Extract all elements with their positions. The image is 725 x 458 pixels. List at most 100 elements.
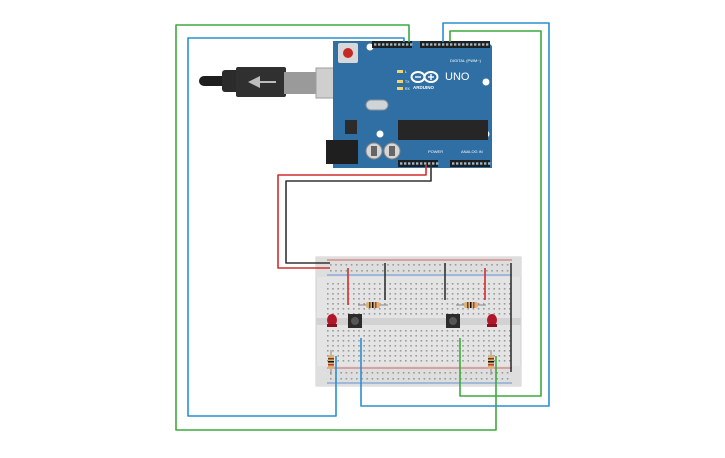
hole bbox=[486, 372, 488, 374]
hole bbox=[327, 293, 329, 295]
hole bbox=[366, 378, 368, 380]
analog-header-label: ANALOG IN bbox=[461, 149, 483, 154]
hole bbox=[425, 350, 428, 352]
resistor-left-vertical[interactable] bbox=[328, 350, 334, 375]
hole bbox=[462, 298, 464, 300]
hole bbox=[483, 335, 485, 337]
hole bbox=[347, 330, 350, 332]
hole bbox=[457, 360, 459, 362]
pin bbox=[464, 162, 467, 165]
hole bbox=[373, 340, 376, 342]
hole bbox=[376, 378, 379, 380]
hole bbox=[389, 293, 391, 295]
hole bbox=[399, 313, 402, 315]
hole bbox=[503, 283, 506, 285]
wire-green-outer-left[interactable] bbox=[175, 24, 497, 431]
hole bbox=[467, 340, 469, 342]
hole bbox=[509, 330, 511, 332]
hole bbox=[498, 288, 501, 290]
hole bbox=[376, 270, 379, 272]
hole bbox=[410, 298, 412, 300]
hole bbox=[477, 335, 480, 337]
hole bbox=[457, 335, 459, 337]
hole bbox=[399, 303, 402, 305]
hole bbox=[358, 283, 360, 285]
hole bbox=[363, 313, 365, 315]
hole bbox=[425, 335, 428, 337]
hole bbox=[402, 378, 405, 380]
hole bbox=[439, 270, 441, 272]
hole bbox=[480, 372, 483, 374]
arduino-logo bbox=[410, 71, 439, 83]
pin bbox=[422, 43, 425, 46]
hole bbox=[342, 345, 345, 347]
hole bbox=[467, 308, 469, 310]
hole bbox=[446, 355, 449, 357]
wire-blue-left[interactable] bbox=[187, 37, 405, 417]
led-left[interactable] bbox=[327, 314, 337, 327]
hole bbox=[446, 303, 449, 305]
hole bbox=[470, 270, 472, 272]
hole bbox=[373, 293, 376, 295]
hole bbox=[431, 298, 433, 300]
hole bbox=[425, 330, 428, 332]
hole bbox=[368, 313, 371, 315]
hole bbox=[332, 350, 334, 352]
hole bbox=[387, 372, 389, 374]
hole bbox=[423, 372, 426, 374]
hole bbox=[337, 355, 339, 357]
hole bbox=[327, 298, 329, 300]
hole bbox=[431, 308, 433, 310]
pin bbox=[476, 162, 479, 165]
pushbutton-left[interactable] bbox=[348, 314, 362, 328]
hole bbox=[477, 298, 480, 300]
hole bbox=[356, 378, 358, 380]
hole bbox=[361, 378, 363, 380]
hole bbox=[371, 378, 374, 380]
hole bbox=[498, 293, 501, 295]
hole bbox=[425, 298, 428, 300]
hole bbox=[483, 313, 485, 315]
hole bbox=[373, 288, 376, 290]
hole bbox=[394, 340, 397, 342]
hole bbox=[350, 270, 353, 272]
wire-black-gnd[interactable] bbox=[285, 165, 432, 264]
hole bbox=[472, 288, 475, 290]
wire-blue-right[interactable] bbox=[360, 22, 550, 407]
hole bbox=[405, 335, 407, 337]
hole bbox=[415, 293, 417, 295]
hole bbox=[389, 303, 391, 305]
hole bbox=[389, 335, 391, 337]
hole bbox=[449, 372, 452, 374]
hole bbox=[358, 350, 360, 352]
hole bbox=[337, 345, 339, 347]
hole bbox=[441, 335, 443, 337]
hole bbox=[327, 345, 329, 347]
hole bbox=[389, 298, 391, 300]
resistor-right-vertical[interactable] bbox=[488, 350, 494, 375]
hole bbox=[327, 335, 329, 337]
hole bbox=[470, 372, 472, 374]
wire-green-right[interactable] bbox=[449, 30, 542, 397]
hole bbox=[347, 335, 350, 337]
hole bbox=[405, 345, 407, 347]
wire-red-5v[interactable] bbox=[277, 165, 427, 269]
hole bbox=[441, 303, 443, 305]
arduino-uno-board[interactable]: L TX RX ARDUINO UNO DIGITAL (PWM~) POWER… bbox=[326, 41, 492, 168]
hole bbox=[358, 313, 360, 315]
pin bbox=[404, 162, 407, 165]
pushbutton-right[interactable] bbox=[446, 314, 460, 328]
pin bbox=[424, 162, 427, 165]
led-right[interactable] bbox=[487, 314, 497, 327]
hole bbox=[503, 308, 506, 310]
hole bbox=[434, 270, 436, 272]
hole bbox=[496, 372, 498, 374]
hole bbox=[394, 355, 397, 357]
hole bbox=[415, 360, 417, 362]
resistor-left-horizontal[interactable] bbox=[358, 302, 388, 308]
hole bbox=[493, 298, 495, 300]
pin bbox=[382, 43, 385, 46]
hole bbox=[415, 335, 417, 337]
resistor-right-horizontal[interactable] bbox=[456, 302, 486, 308]
hole bbox=[337, 335, 339, 337]
